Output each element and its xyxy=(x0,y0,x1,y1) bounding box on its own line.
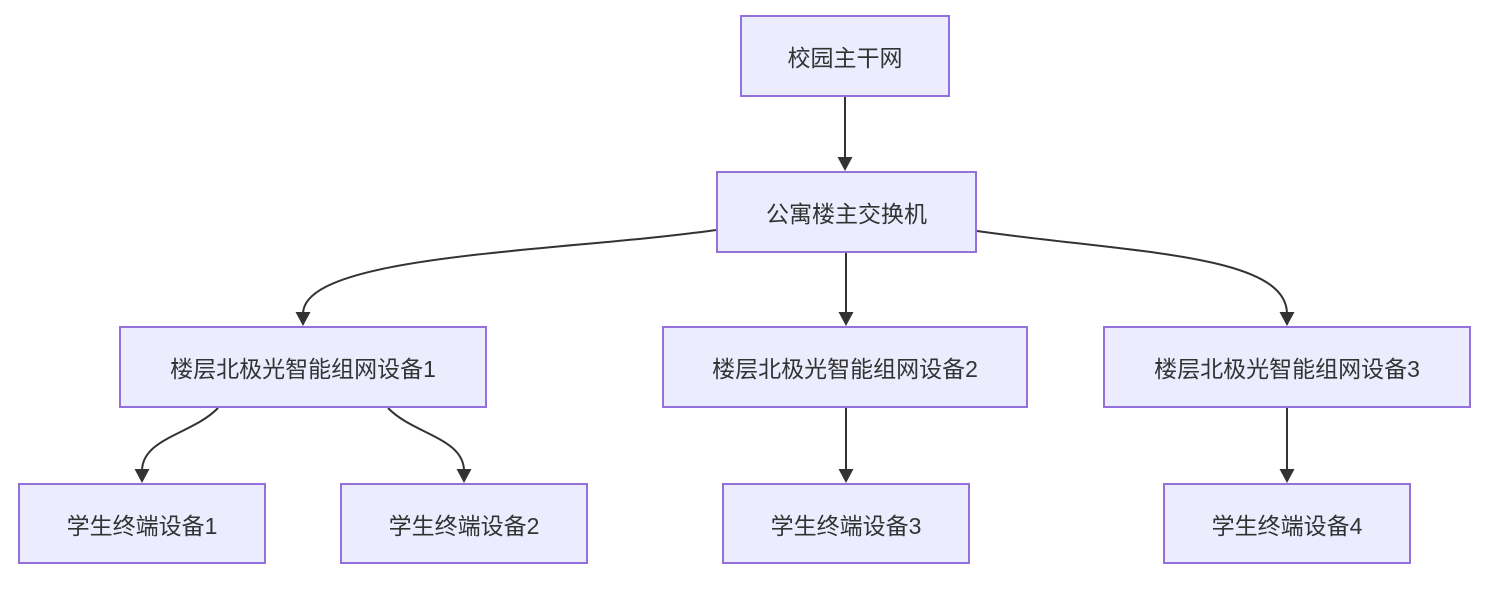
edge-aurora1-to-student1 xyxy=(141,407,219,472)
node-student-terminal-2: 学生终端设备2 xyxy=(340,483,588,564)
node-campus-backbone-label: 校园主干网 xyxy=(787,45,903,71)
edge-aurora1-to-student2 xyxy=(387,407,465,472)
node-campus-backbone: 校园主干网 xyxy=(740,15,950,97)
node-floor-aurora-device-1-label: 楼层北极光智能组网设备1 xyxy=(170,356,436,382)
node-student-terminal-1-label: 学生终端设备1 xyxy=(66,512,218,539)
edge-switch-to-aurora1 xyxy=(302,229,717,315)
arrowhead-switch-to-aurora1 xyxy=(295,312,311,326)
arrowhead-aurora1-to-student1 xyxy=(134,469,150,483)
node-student-terminal-4-label: 学生终端设备4 xyxy=(1211,512,1363,539)
node-student-terminal-3-label: 学生终端设备3 xyxy=(770,512,922,539)
node-student-terminal-1: 学生终端设备1 xyxy=(18,483,266,564)
node-apartment-main-switch-label: 公寓楼主交换机 xyxy=(766,201,927,227)
node-student-terminal-2-label: 学生终端设备2 xyxy=(388,512,540,539)
node-apartment-main-switch: 公寓楼主交换机 xyxy=(716,171,977,253)
node-student-terminal-4: 学生终端设备4 xyxy=(1163,483,1411,564)
arrowhead-aurora3-to-student4 xyxy=(1279,469,1295,483)
node-floor-aurora-device-2: 楼层北极光智能组网设备2 xyxy=(662,326,1028,408)
arrowhead-switch-to-aurora2 xyxy=(838,312,854,326)
arrowhead-backbone-to-switch xyxy=(837,157,853,171)
arrowhead-aurora1-to-student2 xyxy=(456,469,472,483)
node-floor-aurora-device-3-label: 楼层北极光智能组网设备3 xyxy=(1154,356,1420,382)
arrowhead-switch-to-aurora3 xyxy=(1279,312,1295,326)
node-floor-aurora-device-1: 楼层北极光智能组网设备1 xyxy=(119,326,487,408)
node-student-terminal-3: 学生终端设备3 xyxy=(722,483,970,564)
node-floor-aurora-device-2-label: 楼层北极光智能组网设备2 xyxy=(712,356,978,382)
arrowhead-aurora2-to-student3 xyxy=(838,469,854,483)
node-floor-aurora-device-3: 楼层北极光智能组网设备3 xyxy=(1103,326,1471,408)
edge-switch-to-aurora3 xyxy=(976,230,1288,315)
